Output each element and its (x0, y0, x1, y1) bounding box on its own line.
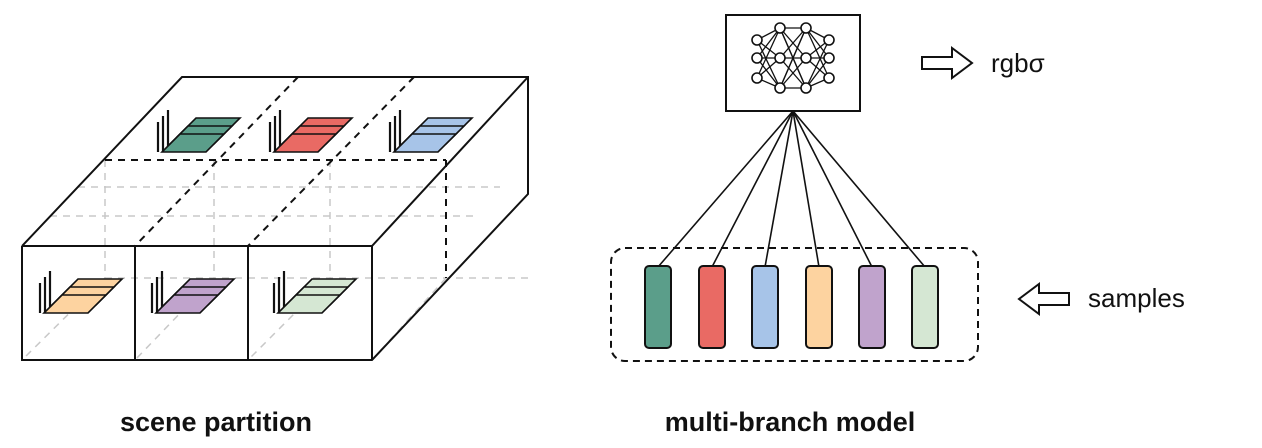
branch-connections (657, 110, 926, 268)
branch-bar-blue (751, 265, 779, 349)
branch-connection-purple (792, 110, 873, 268)
network-node (823, 72, 835, 84)
branch-connection-red (711, 110, 794, 268)
branch-bar-orange (805, 265, 833, 349)
neural-network-icon (751, 22, 835, 94)
network-node (774, 22, 786, 34)
output-arrow-icon (921, 46, 974, 80)
network-node (800, 82, 812, 94)
hidden-edges (21, 160, 528, 361)
branch-connection-blue (764, 110, 794, 268)
branch-bar-red (698, 265, 726, 349)
box-outline (21, 76, 529, 361)
multi-branch-model: rgbσ samples multi-branch model (610, 14, 1185, 437)
branch-connection-orange (792, 110, 820, 268)
partition-lines (105, 76, 447, 278)
scene-partition-caption: scene partition (120, 407, 312, 437)
layer-icon-front-purple (150, 271, 236, 314)
network-node (800, 52, 812, 64)
input-label: samples (1088, 283, 1185, 313)
network-node (751, 34, 763, 46)
multi-branch-caption: multi-branch model (665, 407, 916, 437)
network-node (774, 52, 786, 64)
branch-bars (644, 265, 939, 349)
branch-bar-teal (644, 265, 672, 349)
layer-icon-back-red (268, 110, 354, 153)
branch-bar-green (911, 265, 939, 349)
network-node (751, 72, 763, 84)
output-label: rgbσ (991, 48, 1045, 78)
layer-icon-front-orange (38, 271, 124, 314)
branch-connection-green (792, 110, 926, 268)
network-node (800, 22, 812, 34)
layer-icon-back-blue (388, 110, 474, 153)
branch-bar-purple (858, 265, 886, 349)
network-node (774, 82, 786, 94)
network-node (823, 34, 835, 46)
scene-partition-box: scene partition (21, 76, 529, 437)
network-box (725, 14, 861, 112)
branch-connection-teal (657, 110, 794, 268)
network-node (823, 52, 835, 64)
partition-cells (38, 110, 474, 314)
input-arrow-icon (1017, 282, 1070, 316)
layer-icon-back-teal (156, 110, 242, 153)
network-node (751, 52, 763, 64)
layer-icon-front-green (272, 271, 358, 314)
branch-container (610, 247, 979, 362)
